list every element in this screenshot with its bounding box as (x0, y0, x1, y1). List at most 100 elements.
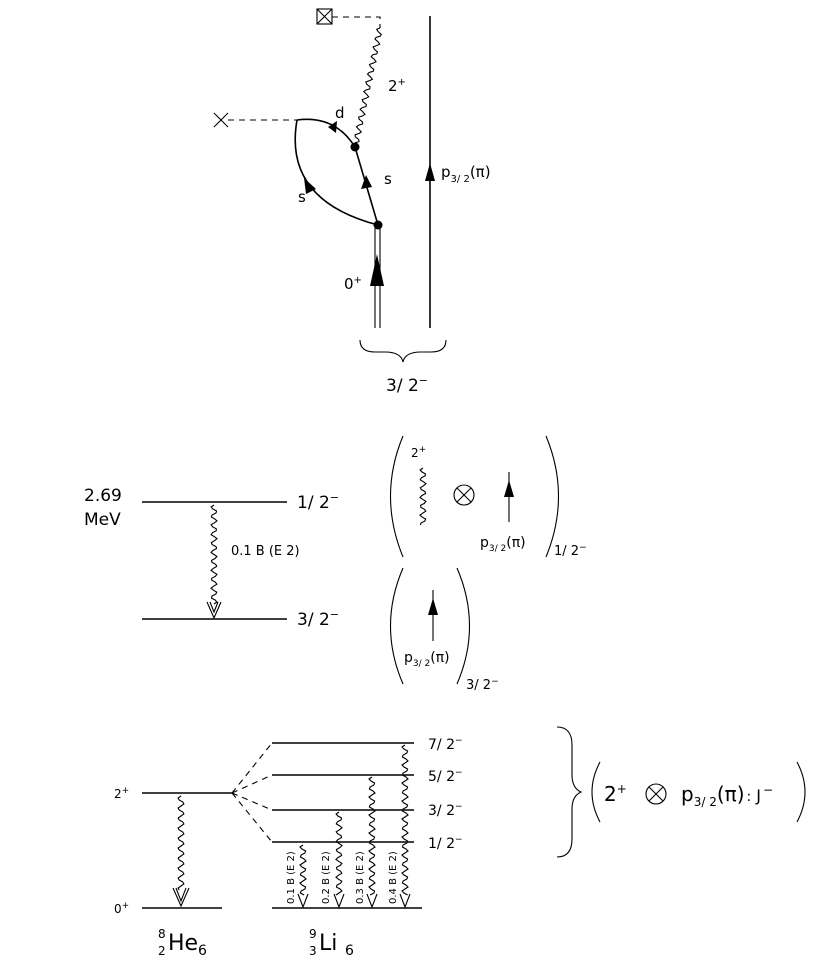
s-label-outer: s (298, 188, 306, 206)
upper-config-coupling-main: 1/ 2 (554, 544, 579, 559)
dashed-source-line (332, 16, 381, 28)
multiplet-spin-7-2: 7/ 2− (428, 736, 463, 753)
e2-transition-wavy (210, 504, 218, 605)
pair-label-sup: + (354, 275, 362, 286)
upper-config-coupling: 1/ 2− (554, 543, 587, 559)
d-wave-line (296, 118, 356, 148)
he-mass: 8 (158, 927, 166, 941)
coupling-phonon: 2+ (604, 782, 627, 806)
coupling-phonon-sup: + (617, 782, 627, 796)
spin-5-2-main: 5/ 2 (428, 769, 455, 785)
multiplet-spin-1-2: 1/ 2− (428, 835, 463, 852)
coupling-particle-pi: (π) (717, 782, 745, 806)
spin-5-2-sup: − (455, 768, 463, 778)
otimes-icon (453, 484, 475, 506)
upper-config-phonon-wavy (419, 467, 427, 526)
upper-config-paren-right (545, 435, 560, 558)
spin-3-2-main: 3/ 2 (428, 803, 455, 819)
he-neutrons: 6 (198, 943, 207, 959)
phonon-label: 2+ (388, 77, 406, 95)
li-symbol: Li (319, 931, 337, 956)
proton-label-sub: 3/ 2 (451, 174, 470, 185)
arrow-d-icon (328, 121, 337, 133)
energy-value: 2.69 (84, 486, 122, 506)
upper-config-phonon-sup: + (419, 445, 427, 455)
lower-config-paren-right (456, 567, 471, 685)
gamma-arrow-1-icon (297, 893, 309, 909)
e2-transition-label: 0.1 B (E 2) (231, 544, 300, 559)
vertex-lower (373, 220, 383, 230)
upper-config-phonon-main: 2 (411, 446, 419, 460)
proton-arrow-icon (425, 163, 435, 181)
li-level-scheme: 2.69 MeV 1/ 2− 3/ 2− 0.1 B (E 2) 2+ p3/ … (84, 435, 587, 693)
li-nucleus-label: 9 3 Li 6 (309, 927, 354, 959)
lower-level-spin: 3/ 2− (297, 608, 339, 630)
feynman-diagram: 2+ d s s 0+ p3/ 2(π) 3/ 2− (213, 8, 491, 396)
upper-spin-sup: − (330, 491, 339, 504)
lower-config-particle-p: p (404, 650, 413, 666)
lower-config-particle-arrow-icon (428, 598, 438, 615)
vertex-upper (350, 142, 360, 152)
cross-icon (213, 112, 229, 128)
gamma-transition-5-2 (368, 776, 376, 896)
gamma-label-1: 0.1 B (E 2) (286, 851, 297, 904)
he-symbol: He (168, 931, 198, 956)
he-e2-wavy (177, 795, 185, 891)
lower-config-paren-left (389, 567, 404, 685)
li-neutrons: 6 (345, 943, 354, 959)
lower-config-particle-label: p3/ 2(π) (404, 650, 450, 669)
pair-label-main: 0 (344, 275, 354, 293)
proton-label-pi: (π) (470, 163, 491, 181)
coupling-paren-left (591, 761, 601, 823)
spin-1-2-sup: − (455, 835, 463, 845)
spin-7-2-sup: − (455, 736, 463, 746)
lower-config-coupling-sup: − (491, 677, 499, 687)
upper-config-particle-pi: (π) (506, 535, 525, 551)
coupled-spin-sup: − (419, 374, 428, 387)
lower-config-coupling-main: 3/ 2 (466, 678, 491, 693)
li-mass: 9 (309, 927, 317, 941)
gamma-transition-1-2 (299, 844, 307, 896)
he-level-upper-label: 2+ (114, 786, 129, 801)
gamma-arrow-4-icon (399, 893, 411, 909)
upper-config-particle-p: p (480, 535, 489, 551)
coupling-particle-sub: 3/ 2 (694, 795, 717, 809)
upper-config-paren-left (389, 435, 404, 558)
coupled-spin-label: 3/ 2− (386, 374, 428, 396)
pair-arrow-icon (370, 254, 384, 286)
he-charge: 2 (158, 944, 166, 958)
pair-label: 0+ (344, 275, 362, 293)
multiplet-brace (556, 726, 583, 858)
spin-3-2-sup: − (455, 802, 463, 812)
phonon-label-sup: + (398, 77, 406, 88)
gamma-transition-7-2 (401, 744, 409, 896)
gamma-transition-3-2 (335, 811, 343, 896)
coupling-j: J (755, 786, 761, 805)
gamma-label-3: 0.3 B (E 2) (355, 851, 366, 904)
he-level-lower-label: 0+ (114, 901, 129, 916)
lower-spin-sup: − (330, 608, 339, 621)
multiplet-spin-5-2: 5/ 2− (428, 768, 463, 785)
upper-config-coupling-sup: − (579, 543, 587, 553)
s-wave-line-outer (294, 119, 379, 226)
s-label-inner: s (384, 170, 392, 188)
proton-label-p: p (441, 163, 451, 181)
coupling-otimes-icon (645, 783, 667, 805)
upper-config-particle-sub: 3/ 2 (489, 544, 506, 554)
upper-configuration: 2+ p3/ 2(π) 1/ 2− (389, 435, 587, 559)
d-label: d (335, 104, 345, 122)
upper-level-spin: 1/ 2− (297, 491, 339, 513)
upper-config-particle-arrow-icon (504, 480, 514, 497)
li-charge: 3 (309, 944, 317, 958)
phonon-label-main: 2 (388, 77, 398, 95)
coupling-phonon-main: 2 (604, 782, 617, 806)
phonon-wavy-line (354, 27, 383, 144)
spin-7-2-main: 7/ 2 (428, 737, 455, 753)
coupling-particle: p3/ 2(π):J− (681, 782, 773, 809)
coupling-particle-p: p (681, 782, 694, 806)
coupling-paren-right (796, 761, 806, 823)
he-level-upper-main: 2 (114, 787, 122, 801)
lower-config-coupling: 3/ 2− (466, 677, 499, 693)
e2-transition-arrow-icon (206, 601, 222, 620)
he-level-upper-sup: + (122, 786, 130, 796)
